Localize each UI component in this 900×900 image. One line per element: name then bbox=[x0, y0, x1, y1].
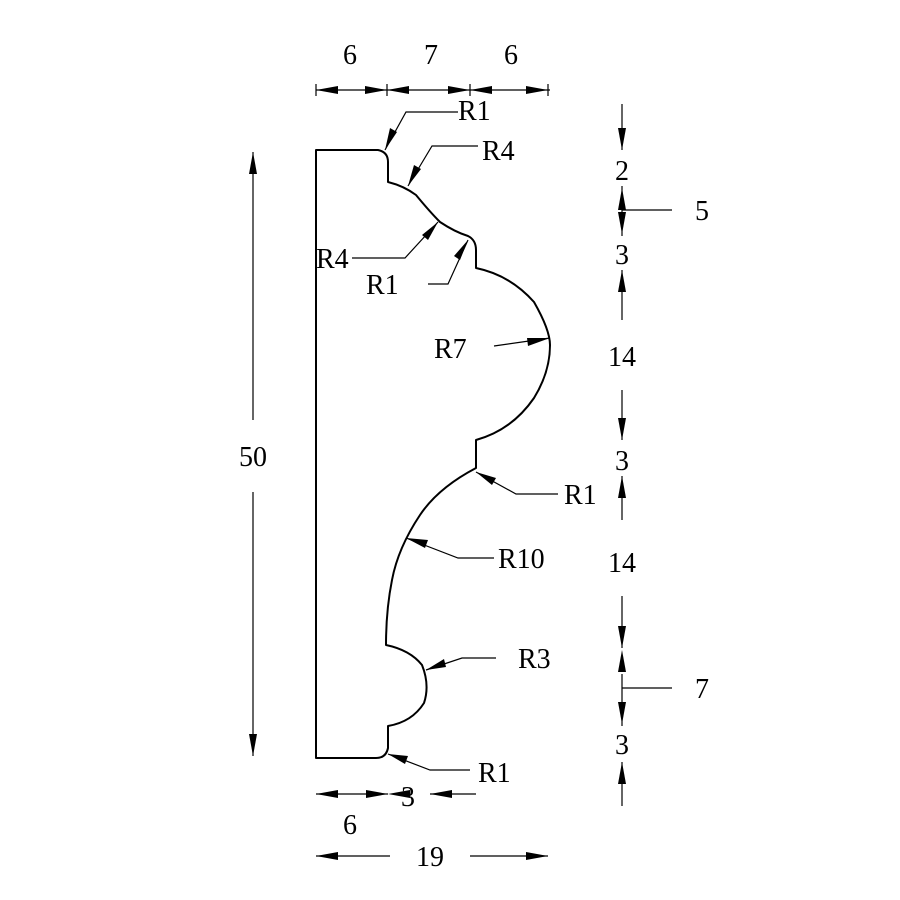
right-dim-14-bottom: 14 bbox=[608, 548, 636, 579]
right-dim-7: 7 bbox=[695, 674, 709, 705]
overall-height-label: 50 bbox=[239, 442, 267, 473]
bottom-dimensions: 3 6 19 bbox=[316, 782, 548, 873]
right-dim-5: 5 bbox=[695, 196, 709, 227]
left-height-dimension: 50 bbox=[239, 152, 267, 756]
right-dim-2: 2 bbox=[615, 156, 629, 187]
top-dimension: 6 7 6 bbox=[315, 40, 550, 96]
label-top-r4: R4 bbox=[482, 136, 515, 167]
bottom-dim-total: 19 bbox=[416, 842, 444, 873]
right-dim-3-top: 3 bbox=[615, 240, 629, 271]
top-dim-2: 7 bbox=[424, 40, 438, 71]
label-bottom-r1: R1 bbox=[478, 758, 511, 789]
label-r7: R7 bbox=[434, 334, 467, 365]
right-dim-3-bottom: 3 bbox=[615, 730, 629, 761]
top-dim-1: 6 bbox=[343, 40, 357, 71]
right-dim-3-mid: 3 bbox=[615, 446, 629, 477]
bottom-dim-middle: 3 bbox=[401, 782, 415, 813]
right-dimensions: 2 5 3 14 3 14 7 3 bbox=[608, 104, 709, 806]
label-inner-r4: R4 bbox=[316, 244, 349, 275]
molding-profile-outline bbox=[315, 149, 551, 759]
top-dim-3: 6 bbox=[504, 40, 518, 71]
label-r10: R10 bbox=[498, 544, 545, 575]
label-mid-r1: R1 bbox=[564, 480, 597, 511]
label-top-r1: R1 bbox=[458, 96, 491, 127]
bottom-dim-left: 6 bbox=[343, 810, 357, 841]
label-r3: R3 bbox=[518, 644, 551, 675]
label-inner-r1: R1 bbox=[366, 270, 399, 301]
radius-leaders: R1 R4 R4 R1 R7 R1 R10 R3 R1 bbox=[316, 96, 597, 789]
right-dim-14-top: 14 bbox=[608, 342, 636, 373]
